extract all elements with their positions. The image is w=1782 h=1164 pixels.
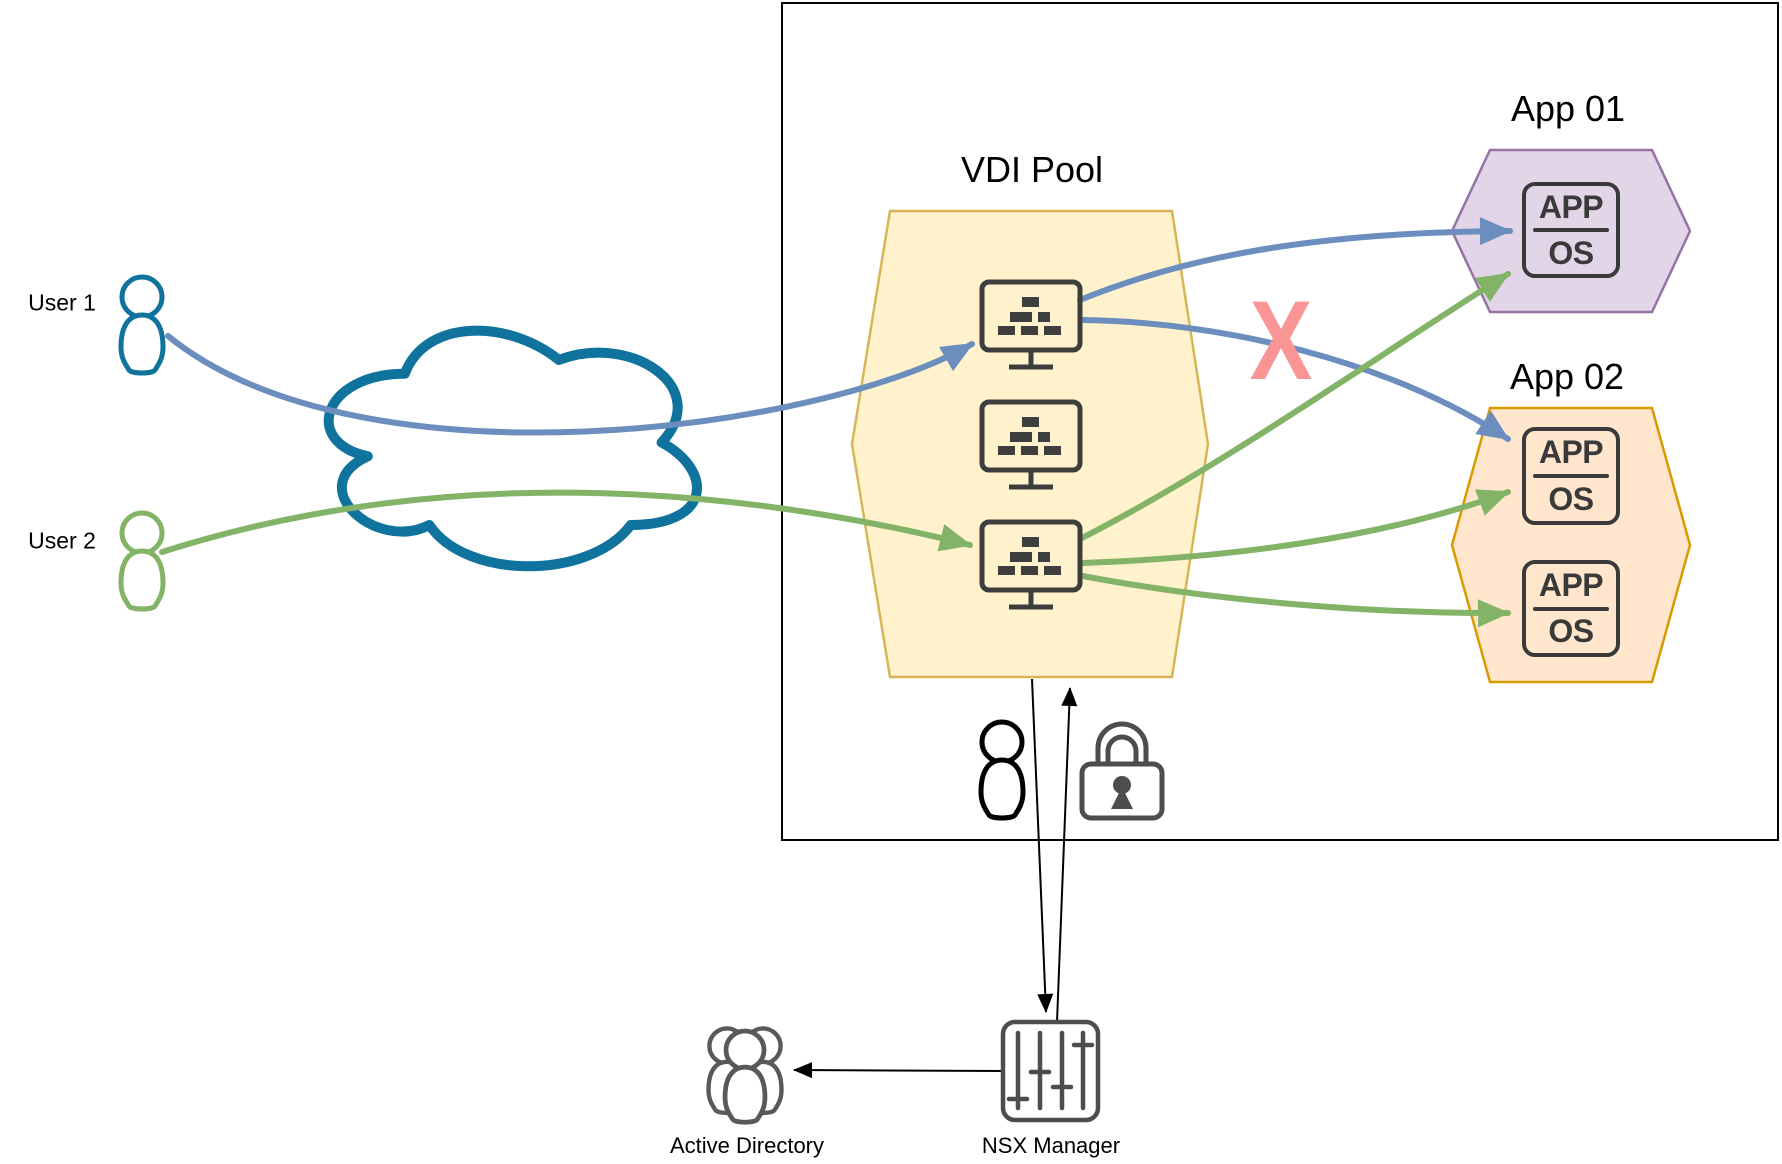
cloud-icon — [323, 325, 702, 572]
nsx-manager-label: NSX Manager — [981, 1133, 1121, 1158]
edge-vdi-to-nsx — [1031, 678, 1054, 1013]
app02-instance2-os-label: OS — [1548, 613, 1594, 650]
edge-desktop1-to-app01 — [1077, 217, 1513, 303]
app-os-divider — [1533, 474, 1609, 478]
edge-user2-to-desktop3 — [159, 489, 973, 555]
app01-instance-app-label: APP — [1538, 188, 1604, 225]
edge-desktop3-to-app02-bottom — [1080, 573, 1511, 628]
user2-person-icon — [121, 513, 163, 609]
blocked-x-marker: X — [1249, 278, 1313, 403]
edge-desktop3-to-app01 — [1079, 271, 1511, 541]
user1-person-icon — [121, 277, 163, 373]
user2-label: User 2 — [28, 527, 96, 554]
app-os-divider — [1533, 228, 1609, 232]
app02-instance1-app-label: APP — [1538, 434, 1604, 470]
app02-hexagon — [1450, 406, 1692, 684]
edge-nsx-to-ad — [793, 1062, 1004, 1079]
user1-label: User 1 — [28, 289, 96, 316]
nsx-manager-sliders-icon — [1000, 1019, 1101, 1123]
app02-instance1-box: APP OS — [1522, 427, 1620, 525]
app02-instance2-box: APP OS — [1522, 560, 1620, 657]
active-directory-group-icon — [709, 1028, 782, 1122]
edge-desktop1-to-app02-blocked — [1080, 317, 1511, 442]
edge-user1-to-desktop1 — [165, 333, 975, 436]
datacenter-boundary — [781, 2, 1779, 841]
vdi-pool-label: VDI Pool — [960, 149, 1104, 190]
active-directory-label: Active Directory — [669, 1133, 825, 1158]
identity-person-icon — [981, 722, 1023, 818]
app01-label: App 01 — [1510, 88, 1626, 129]
app02-label: App 02 — [1509, 356, 1625, 397]
edge-nsx-to-vdi — [1056, 687, 1078, 1023]
app02-instance1-os-label: OS — [1548, 481, 1594, 517]
edge-desktop3-to-app02-top — [1080, 489, 1511, 566]
app01-instance-box: APP OS — [1522, 182, 1620, 278]
app02-instance2-app-label: APP — [1538, 566, 1604, 603]
padlock-icon — [1079, 721, 1165, 821]
app-os-divider — [1533, 606, 1609, 611]
app01-instance-os-label: OS — [1548, 234, 1594, 271]
